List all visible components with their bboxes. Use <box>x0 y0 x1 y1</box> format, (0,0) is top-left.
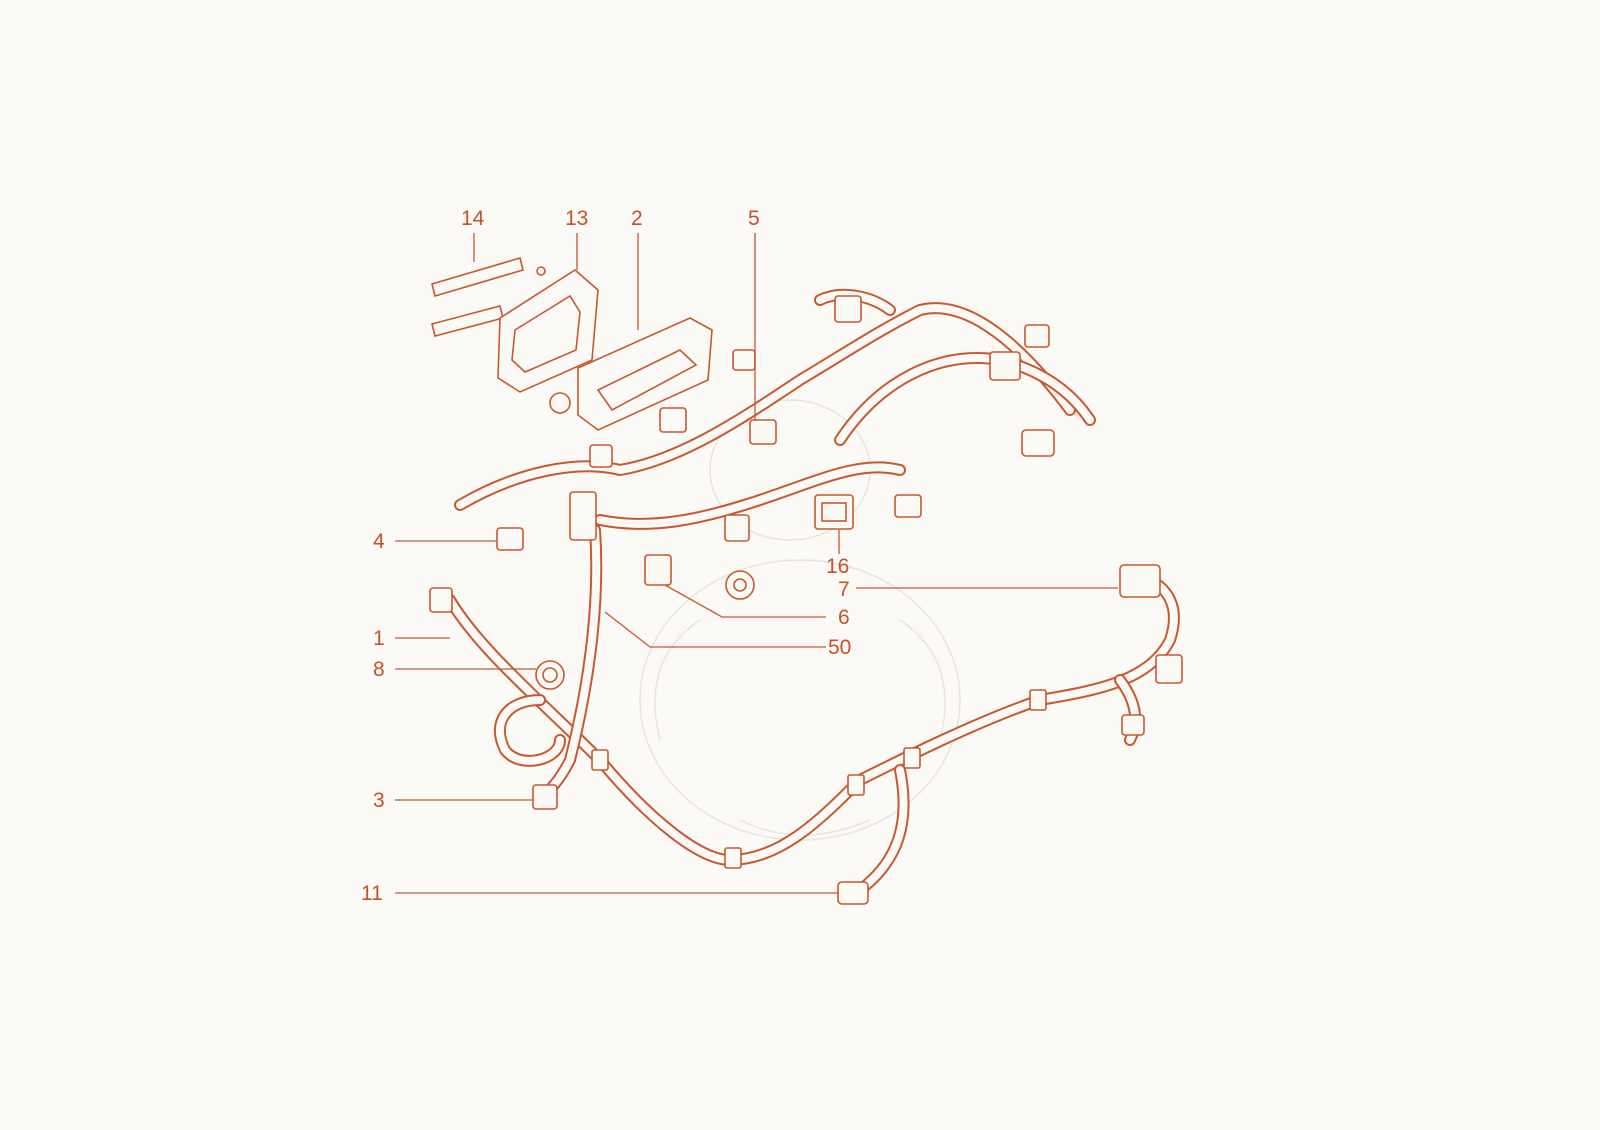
frame-13 <box>497 266 599 393</box>
callout-16: 16 <box>826 555 850 578</box>
callout-7: 7 <box>838 578 850 601</box>
watermark-mascot <box>639 399 961 841</box>
callout-4: 4 <box>373 530 385 553</box>
gasket-14 <box>431 256 524 337</box>
callout-8: 8 <box>373 658 385 681</box>
callout-11: 11 <box>361 882 383 905</box>
callout-3: 3 <box>373 789 385 812</box>
callout-2: 2 <box>631 207 643 230</box>
connectors <box>429 295 1183 905</box>
callout-50: 50 <box>828 636 852 659</box>
mounting-plate-2 <box>549 317 713 431</box>
callout-5: 5 <box>748 207 760 230</box>
harness-trunks <box>444 288 1180 896</box>
callout-14: 14 <box>461 207 485 230</box>
callout-6: 6 <box>838 606 850 629</box>
callout-13: 13 <box>565 207 589 230</box>
leader-lines <box>395 233 1118 894</box>
callout-1: 1 <box>373 627 385 650</box>
